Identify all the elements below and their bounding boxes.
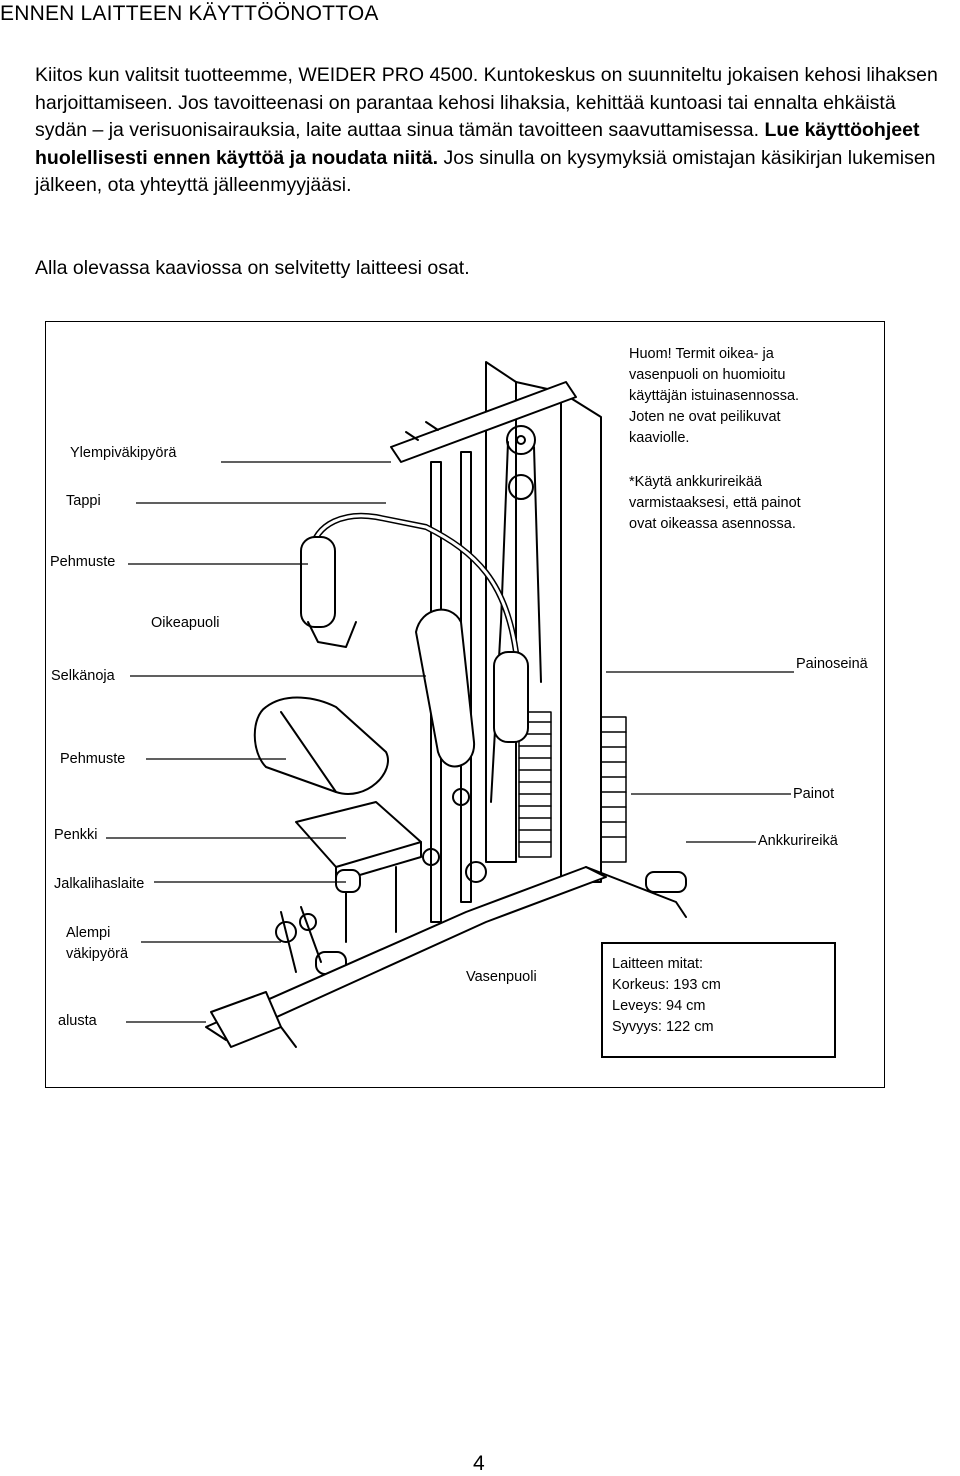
label-selkanoja: Selkänoja [51,668,115,684]
label-painoseina: Painoseinä [796,656,868,672]
dimensions-depth: Syvyys: 122 cm [612,1019,714,1035]
label-penkki: Penkki [54,827,98,843]
page-number: 4 [473,1452,485,1475]
parts-diagram: Ylempiväkipyörä Tappi Pehmuste Oikeapuol… [45,321,885,1088]
label-alempi-line1: Alempi [66,925,111,941]
label-oikeapuoli: Oikeapuoli [151,615,220,631]
gym-machine-illustration [106,361,794,1048]
page-heading: ENNEN LAITTEEN KÄYTTÖÖNOTTOA [0,2,379,25]
dimensions-box: Laitteen mitat: Korkeus: 193 cm Leveys: … [601,942,836,1058]
label-alempi-line2: väkipyörä [66,946,129,962]
label-painot: Painot [793,786,835,802]
label-pehmuste-lower: Pehmuste [60,751,126,767]
dimensions-height: Korkeus: 193 cm [612,977,721,993]
label-ylempivakipyora: Ylempiväkipyörä [70,445,177,461]
intro-text-2: Jos sinulla on kysymyksiä omistajan käsi… [35,146,936,197]
label-pehmuste-upper: Pehmuste [50,554,116,570]
label-vasenpuoli: Vasenpuoli [466,969,537,985]
intro-bold-instruction: Lue käyttöohjeet huolellisesti ennen käy… [35,119,920,169]
label-ankkurireika: Ankkurireikä [758,833,838,849]
label-alusta: alusta [58,1013,97,1029]
intro-text-1: Kiitos kun valitsit tuotteemme, WEIDER P… [35,64,938,141]
label-jalkalihaslaite: Jalkalihaslaite [54,876,145,892]
dimensions-title: Laitteen mitat: [612,956,704,972]
anchor-note: *Käytä ankkurireikää varmistaaksesi, ett… [629,474,801,532]
orientation-note: Huom! Termit oikea- ja vasenpuoli on huo… [629,346,800,446]
diagram-caption: Alla olevassa kaaviossa on selvitetty la… [35,257,470,279]
label-tappi: Tappi [66,493,101,509]
intro-paragraph: Kiitos kun valitsit tuotteemme, WEIDER P… [35,62,950,200]
dimensions-width: Leveys: 94 cm [612,998,706,1014]
